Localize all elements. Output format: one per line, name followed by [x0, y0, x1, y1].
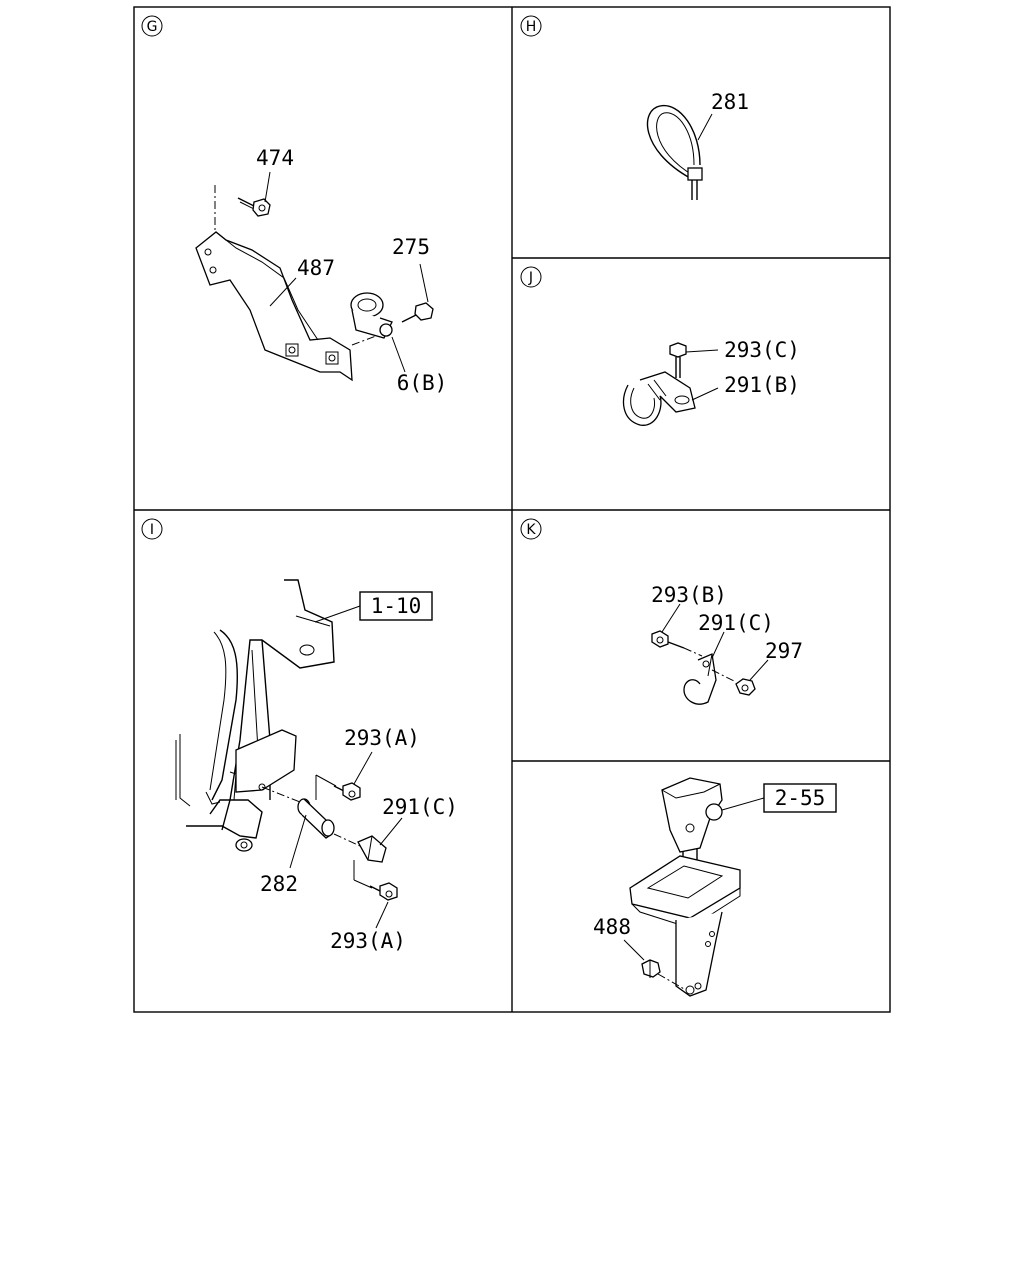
label-ref-1-10: 1-10 [371, 594, 422, 618]
bolt-293c-drawing [669, 342, 687, 378]
bolt-293a-bottom-drawing [369, 882, 398, 901]
diagram-frame [133, 6, 891, 1013]
clip-291c-panel-k-drawing [683, 653, 717, 705]
label-ref-2-55: 2-55 [775, 786, 826, 810]
label-297: 297 [765, 639, 803, 663]
panel-i-id: I [150, 522, 154, 538]
label-293c: 293(C) [724, 338, 800, 362]
ref-box-2-55: 2-55 [763, 783, 837, 813]
clip-6b-drawing [350, 292, 393, 339]
bracket-487-drawing [195, 231, 353, 382]
panel-j: J 293(C) 291(B) [520, 266, 800, 426]
bolt-293a-top-drawing [333, 782, 361, 801]
nut-297-drawing [735, 678, 756, 696]
clip-291c-panel-i-drawing [357, 835, 387, 863]
panel-i: I 1-10 [141, 518, 458, 953]
label-488: 488 [593, 915, 631, 939]
panel-k-id: K [526, 522, 536, 538]
panel-k-marker [520, 518, 542, 540]
label-282: 282 [260, 872, 298, 896]
nut-488-drawing [641, 959, 661, 978]
label-275: 275 [392, 235, 430, 259]
label-291c-k: 291(C) [698, 611, 774, 635]
cable-tie-281-drawing [646, 105, 703, 200]
label-487: 487 [297, 256, 335, 280]
frame-structure-drawing [175, 579, 335, 852]
panel-h-id: H [526, 19, 537, 35]
panel-k: K 293(B) 291(C) 297 [520, 518, 803, 705]
label-293a-bottom: 293(A) [330, 929, 406, 953]
label-291c-i: 291(C) [382, 795, 458, 819]
ref-box-1-10: 1-10 [359, 591, 433, 621]
panel-g-marker [141, 15, 163, 37]
clip-291b-drawing [622, 371, 696, 426]
label-6b: 6(B) [397, 371, 448, 395]
panel-g: G 474 487 275 [141, 15, 448, 395]
panel-h: H 281 [520, 15, 749, 200]
bolt-293b-drawing [651, 630, 685, 649]
panel-i-marker [141, 518, 163, 540]
label-281: 281 [711, 90, 749, 114]
bolt-474-drawing [237, 197, 271, 217]
label-293a-top: 293(A) [344, 726, 420, 750]
panel-j-marker [520, 266, 542, 288]
panel-j-id: J [528, 270, 533, 286]
panel-h-marker [520, 15, 542, 37]
spacer-282-drawing [297, 798, 335, 839]
label-291b: 291(B) [724, 373, 800, 397]
bolt-275-drawing [401, 302, 434, 323]
label-293b: 293(B) [651, 583, 727, 607]
shift-lever-drawing [629, 777, 741, 997]
panel-g-id: G [147, 19, 158, 35]
label-474: 474 [256, 146, 294, 170]
panel-l: 2-55 488 [593, 777, 837, 997]
